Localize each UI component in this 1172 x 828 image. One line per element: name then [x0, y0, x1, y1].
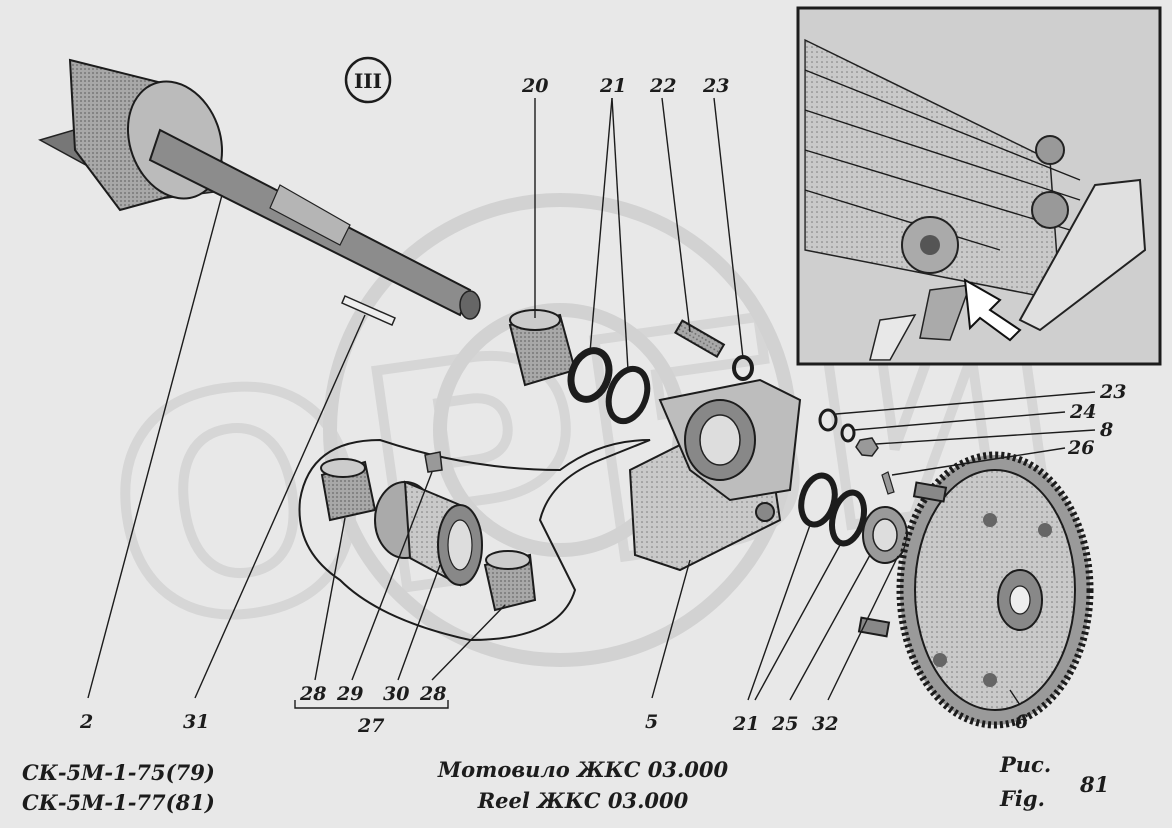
bearing-part-28-left: [320, 458, 377, 522]
sprocket-part-6: [857, 451, 1094, 729]
label-29: 29: [336, 683, 363, 705]
label-20: 20: [521, 75, 548, 97]
label-26: 26: [1067, 437, 1094, 459]
leader-lines: [87, 97, 1096, 709]
label-23: 23: [1099, 381, 1126, 403]
figure-label-english: Fig.: [999, 786, 1045, 811]
bushing-part-20: [508, 309, 577, 387]
label-8: 8: [1099, 419, 1113, 441]
ring-part-25: [829, 489, 867, 547]
bolt-part-22: [673, 319, 726, 359]
key-part-31: [341, 295, 396, 326]
label-22: 22: [649, 75, 676, 97]
grease-fitting-part-29: [424, 451, 443, 473]
inset-photo: [796, 6, 1162, 366]
part-number-labels: 20 21 22 23 23 24 8 26 2 31 28 29 30 28 …: [79, 75, 1126, 737]
label-5: 5: [645, 711, 658, 733]
figure-label-russian: Рис.: [999, 752, 1051, 777]
title-english: Reel ЖКС 03.000: [477, 788, 689, 813]
title-russian: Мотовило ЖКС 03.000: [437, 757, 729, 782]
section-marker: III: [344, 56, 392, 104]
model-line-2: СК-5М-1-77(81): [22, 790, 215, 815]
ring-part-21-top: [567, 347, 651, 425]
svg-text:III: III: [354, 69, 382, 93]
label-32: 32: [812, 713, 838, 735]
shaft-part-2: [38, 58, 481, 320]
sleeve-part-30: [374, 480, 483, 587]
label-6: 6: [1015, 711, 1028, 733]
nut-part-8: [855, 437, 879, 457]
label-24: 24: [1069, 401, 1096, 423]
label-25: 25: [771, 713, 798, 735]
label-31: 31: [183, 711, 209, 733]
label-30: 30: [383, 683, 409, 705]
label-21-top: 21: [599, 75, 626, 97]
ring-part-21-bottom: [798, 472, 838, 528]
figure-number: 81: [1079, 772, 1109, 797]
assembly-outline-27: [298, 438, 651, 642]
caption: СК-5М-1-75(79) СК-5М-1-77(81) Мотовило Ж…: [22, 752, 1109, 815]
label-28-right: 28: [419, 683, 446, 705]
housing-part-5: [628, 378, 802, 572]
label-27: 27: [357, 715, 384, 737]
washer-part-23-b: [818, 408, 838, 432]
pin-part-26: [881, 471, 895, 495]
label-2: 2: [79, 711, 93, 733]
label-21-bottom: 21: [732, 713, 759, 735]
washer-part-24: [840, 423, 856, 443]
bearing-part-28-right: [483, 550, 537, 612]
model-line-1: СК-5М-1-75(79): [22, 760, 215, 785]
label-28-left: 28: [299, 683, 326, 705]
label-23-top: 23: [702, 75, 729, 97]
